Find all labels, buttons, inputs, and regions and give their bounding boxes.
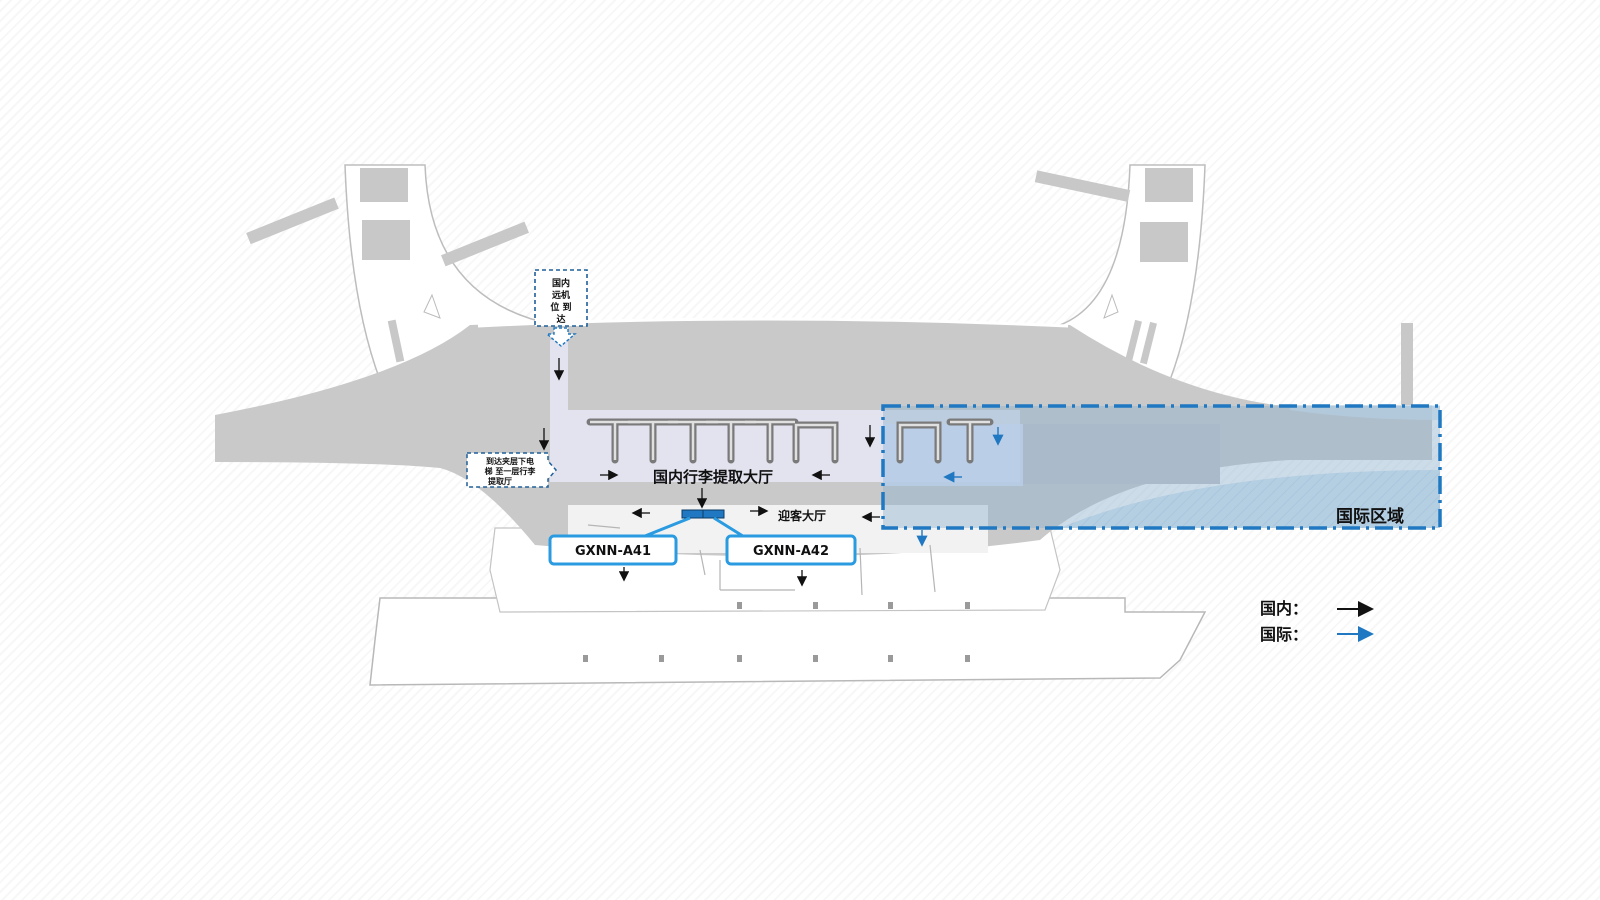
remote-arrival-line-2: 远机 [552,289,570,301]
legend-international-label: 国际： [1260,625,1308,644]
legend-domestic-label: 国内： [1260,599,1308,618]
remote-arrival-line-3: 位 到 [550,301,571,313]
remote-arrival-line-1: 国内 [552,277,570,289]
international-zone-label: 国际区域 [1336,506,1404,527]
remote-arrival-line-4: 达 [556,313,565,325]
elevator-note-line-1: 到达夹层下电 [486,456,534,466]
international-zone [881,404,1442,530]
down-arrow-icon [545,327,577,347]
domestic-remote-arrival-box: 国内 远机 位 到 达 [534,269,588,347]
domestic-flow-arrows [538,358,880,587]
elevator-note-callout: 到达夹层下电 梯 至一层行李 提取厅 [466,452,558,488]
right-pier [1034,164,1413,405]
greeting-hall-label: 迎客大厅 [778,508,826,523]
hall-partitions [587,524,936,596]
callout-label-a41: GXNN-A41 [575,544,651,559]
kiosk-devices [681,509,725,519]
callout-label-a42: GXNN-A42 [753,544,829,559]
legend: 国内： 国际： [1260,599,1374,644]
elevator-note-line-2: 梯 至一层行李 [485,466,537,476]
callout-gxnn-a42[interactable]: GXNN-A42 [725,534,857,566]
callout-gxnn-a41[interactable]: GXNN-A41 [548,534,678,566]
international-flow-arrows [916,427,1004,547]
elevator-note-line-3: 提取厅 [488,476,512,486]
baggage-hall-label: 国内行李提取大厅 [653,468,773,486]
